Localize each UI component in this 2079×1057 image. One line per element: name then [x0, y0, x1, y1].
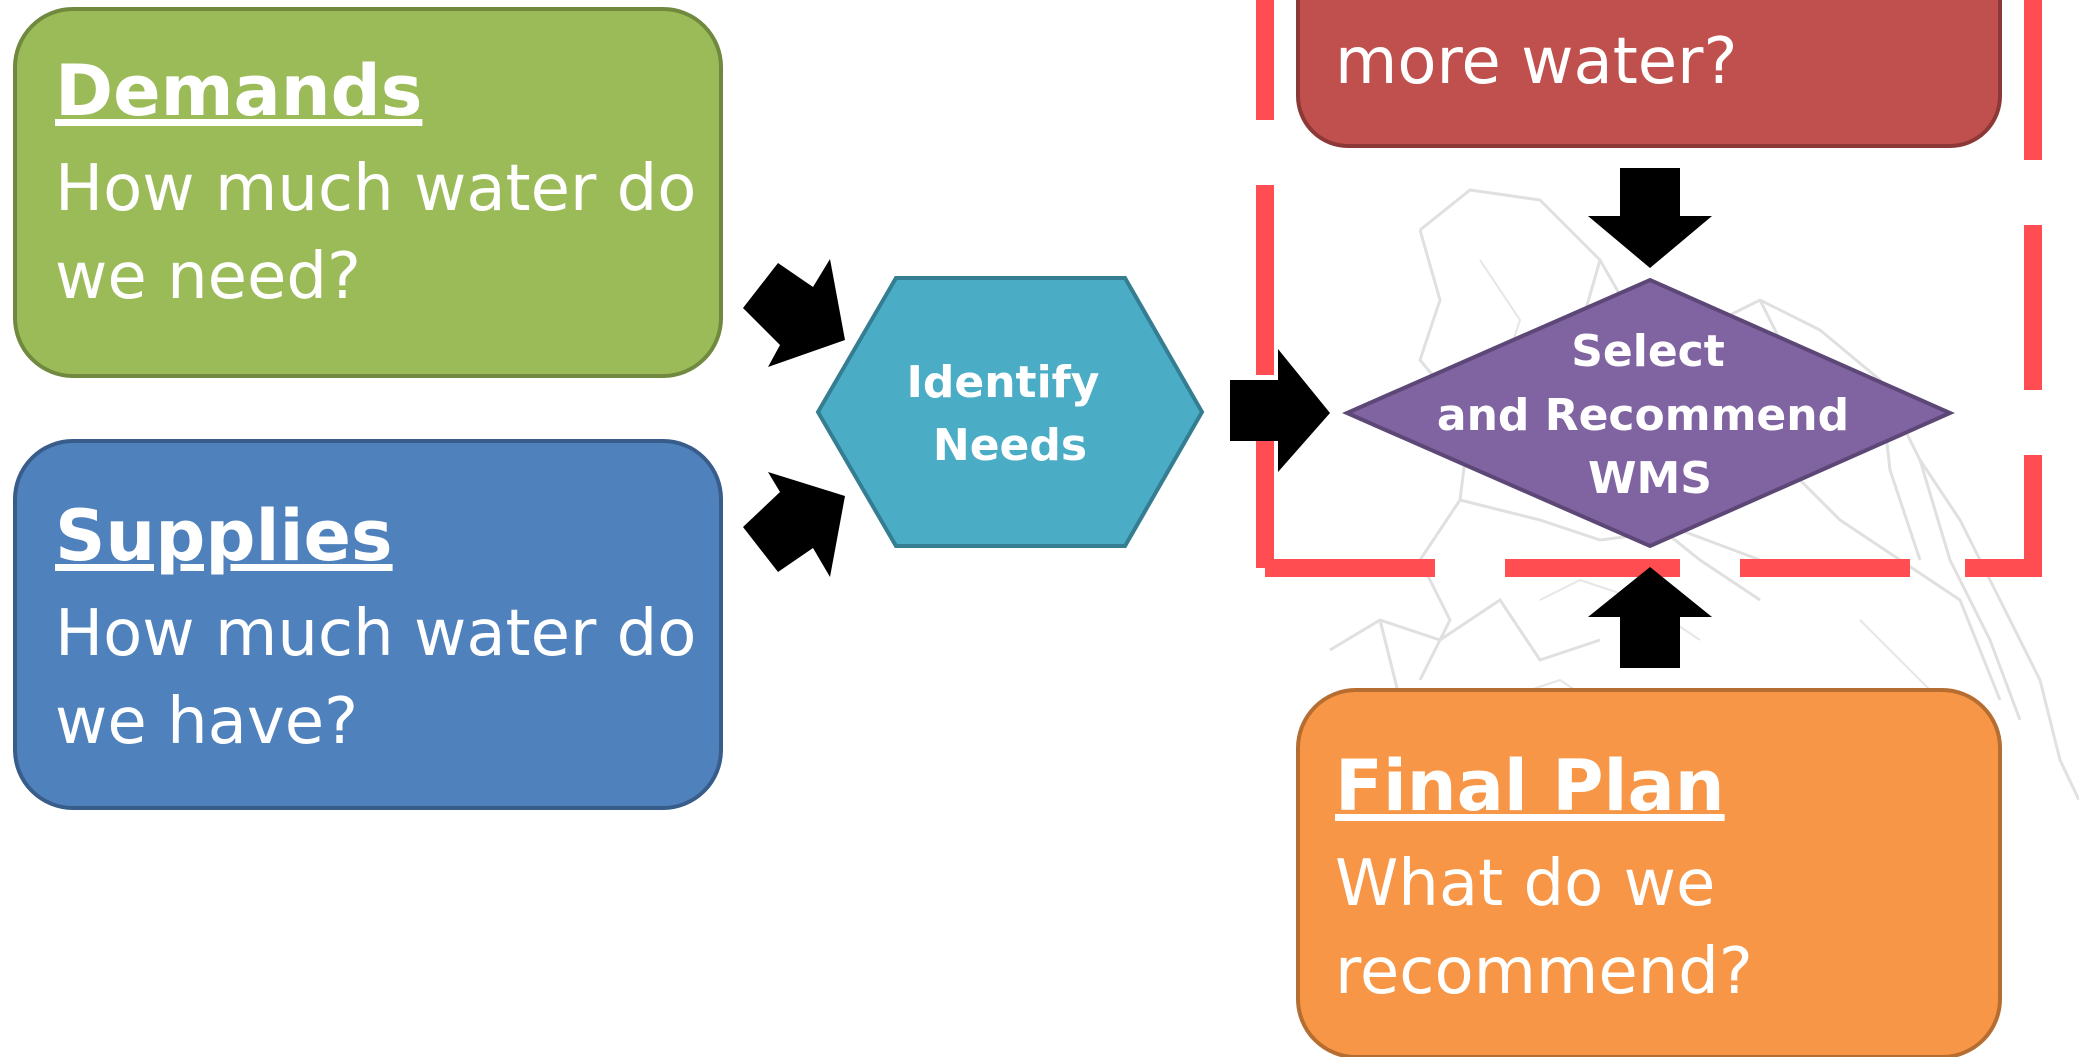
- identify-needs-line1: Identify: [907, 357, 1100, 408]
- demands-title: Demands: [55, 50, 422, 132]
- strategies-line2: more water?: [1335, 25, 1737, 99]
- demands-box: Demands How much water do we need?: [13, 7, 723, 378]
- final-plan-line2: recommend?: [1335, 935, 1753, 1009]
- dashed-frame: [1256, 0, 2042, 577]
- supplies-line1: How much water do: [55, 597, 696, 671]
- supplies-line2: we have?: [55, 685, 358, 759]
- select-wms-diamond: Select and Recommend WMS: [1342, 277, 1955, 549]
- supplies-title: Supplies: [55, 495, 393, 577]
- demands-line1: How much water do: [55, 152, 696, 226]
- demands-line2: we need?: [55, 240, 361, 314]
- select-wms-line3: WMS: [1588, 453, 1712, 504]
- arrow-strategies-to-select: [1588, 168, 1712, 268]
- arrows: [743, 168, 1712, 668]
- arrow-plan-to-select: [1588, 567, 1712, 668]
- arrow-demands-to-needs: [743, 259, 845, 367]
- final-plan-line1: What do we: [1335, 847, 1715, 921]
- supplies-box: Supplies How much water do we have?: [13, 439, 723, 810]
- arrow-supplies-to-needs: [743, 472, 845, 577]
- identify-needs-line2: Needs: [933, 420, 1087, 471]
- strategies-box: more water?: [1296, 0, 2002, 148]
- final-plan-title: Final Plan: [1335, 745, 1725, 827]
- select-wms-line1: Select: [1571, 326, 1725, 377]
- identify-needs-hexagon: Identify Needs: [815, 276, 1205, 548]
- select-wms-line2: and Recommend: [1437, 390, 1849, 441]
- final-plan-box: Final Plan What do we recommend?: [1296, 688, 2002, 1057]
- arrow-needs-to-select: [1230, 349, 1330, 472]
